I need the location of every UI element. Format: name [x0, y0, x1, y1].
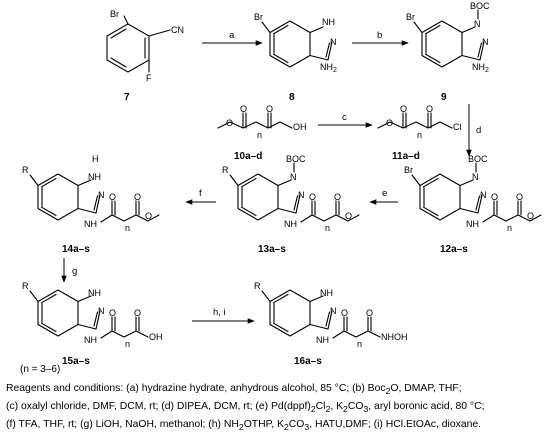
hydroxyl-group: OH	[293, 122, 307, 132]
amide-nh: NH	[466, 219, 479, 229]
step-hi-label: h, i	[213, 307, 226, 318]
hydroxamic-acid-group: NHOH	[381, 332, 408, 342]
acyl-carbonyl-oxygen: O	[426, 104, 433, 114]
chlorine-atom: Cl	[453, 122, 462, 132]
compound-11-label: 11a–d	[392, 151, 420, 162]
compound-14-label: 14a–s	[62, 244, 90, 255]
amide-carbonyl-oxygen: O	[109, 308, 116, 318]
chain-index: n	[257, 130, 262, 140]
amide-carbonyl-oxygen: O	[341, 308, 348, 318]
ester-carbonyl-oxygen: O	[516, 192, 523, 202]
indazole-nh: NH	[320, 288, 333, 298]
boc-group: BOC	[286, 154, 306, 164]
boc-group: BOC	[468, 154, 488, 164]
hydroxamate-carbonyl-oxygen: O	[366, 308, 373, 318]
amide-nh: NH	[84, 335, 97, 345]
chain-index: n	[325, 223, 330, 233]
compound-10-label: 10a–d	[234, 151, 262, 162]
step-f-label: f	[199, 188, 202, 199]
r-group: R	[222, 165, 229, 175]
compound-10: O O O OH n 10a–d	[217, 104, 307, 162]
indazole-n2: N	[482, 37, 489, 47]
chain-index: n	[357, 339, 362, 349]
amide-carbonyl-oxygen: O	[491, 192, 498, 202]
amide-nh: NH	[284, 219, 297, 229]
chain-index: n	[507, 223, 512, 233]
amide-carbonyl-oxygen: O	[309, 192, 316, 202]
compound-13: R N BOC N NH O O O n 13a–s	[222, 154, 360, 255]
compound-16: R NH N NH O O NHOH n 16a–s	[254, 281, 408, 367]
chain-length-note: (n = 3–6)	[20, 364, 60, 375]
bromine-atom: Br	[254, 12, 263, 22]
compound-7: Br F CN 7	[106, 9, 184, 103]
compound-9-label: 9	[441, 92, 447, 103]
compound-8: Br NH N NH2 8	[254, 12, 337, 103]
amino-group: NH2	[472, 62, 489, 74]
compound-8-label: 8	[289, 92, 295, 103]
conditions-line-1: Reagents and conditions: (a) hydrazine h…	[6, 383, 462, 397]
indazole-n2: N	[480, 190, 487, 200]
compound-14: R NH H N NH O O O n 14a–s	[22, 154, 160, 255]
step-d-label: d	[476, 125, 481, 136]
amino-group: NH2	[320, 62, 337, 74]
indazole-n1: N	[472, 172, 479, 182]
indazole-h: H	[92, 154, 99, 164]
amide-nh: NH	[316, 335, 329, 345]
indazole-n2: N	[98, 306, 105, 316]
bromine-atom: Br	[404, 165, 413, 175]
bromine-atom: Br	[110, 9, 119, 19]
compound-16-label: 16a–s	[294, 356, 322, 367]
ester-oxygen: O	[145, 211, 152, 221]
compound-12-label: 12a–s	[440, 244, 468, 255]
step-e-label: e	[382, 188, 387, 199]
conditions-line-3: (f) TFA, THF, rt; (g) LiOH, NaOH, methan…	[6, 419, 482, 433]
acid-carbonyl-oxygen: O	[266, 104, 273, 114]
indazole-n1: N	[290, 172, 297, 182]
ester-carbonyl-oxygen: O	[134, 192, 141, 202]
chain-index: n	[125, 339, 130, 349]
compound-7-label: 7	[124, 92, 130, 103]
step-a-label: a	[229, 30, 235, 41]
amide-carbonyl-oxygen: O	[109, 192, 116, 202]
compound-9: Br N BOC N NH2 9	[406, 1, 490, 103]
boc-group: BOC	[470, 1, 490, 11]
compound-11: O O O Cl n 11a–d	[377, 104, 462, 162]
hydroxyl-group: OH	[149, 332, 163, 342]
conditions-line-2: (c) oxalyl chloride, DMF, DCM, rt; (d) D…	[6, 401, 485, 415]
synthesis-scheme: Br F CN 7 a Br NH N NH2 8 b Br N BOC N N…	[20, 1, 542, 375]
step-g-label: g	[72, 266, 77, 277]
reaction-conditions: Reagents and conditions: (a) hydrazine h…	[6, 381, 546, 435]
step-b-label: b	[377, 30, 382, 41]
chain-index: n	[125, 223, 130, 233]
ester-carbonyl-oxygen: O	[240, 104, 247, 114]
indazole-n2: N	[98, 190, 105, 200]
step-c-label: c	[342, 112, 347, 123]
indazole-n: N	[330, 37, 337, 47]
compound-15: R NH N NH O O OH n 15a–s	[22, 281, 163, 367]
ester-oxygen: O	[386, 118, 393, 128]
nitrile-group: CN	[171, 25, 184, 35]
r-group: R	[22, 165, 29, 175]
compound-13-label: 13a–s	[258, 244, 286, 255]
ester-carbonyl-oxygen: O	[334, 192, 341, 202]
indazole-n2: N	[330, 306, 337, 316]
indazole-n2: N	[298, 190, 305, 200]
indazole-nh: NH	[88, 172, 101, 182]
acid-carbonyl-oxygen: O	[134, 308, 141, 318]
ester-oxygen: O	[527, 211, 534, 221]
r-group: R	[22, 281, 29, 291]
compound-12: Br N BOC N NH O O O n 12a–s	[404, 154, 542, 255]
indazole-nh: NH	[322, 17, 335, 27]
compound-15-label: 15a–s	[62, 356, 90, 367]
fluorine-atom: F	[146, 73, 152, 83]
bromine-atom: Br	[406, 12, 415, 22]
ester-oxygen: O	[345, 211, 352, 221]
indazole-n1: N	[474, 19, 481, 29]
indazole-nh: NH	[88, 288, 101, 298]
r-group: R	[254, 281, 261, 291]
ester-oxygen: O	[226, 118, 233, 128]
amide-nh: NH	[84, 219, 97, 229]
chain-index: n	[417, 130, 422, 140]
ester-carbonyl-oxygen: O	[400, 104, 407, 114]
